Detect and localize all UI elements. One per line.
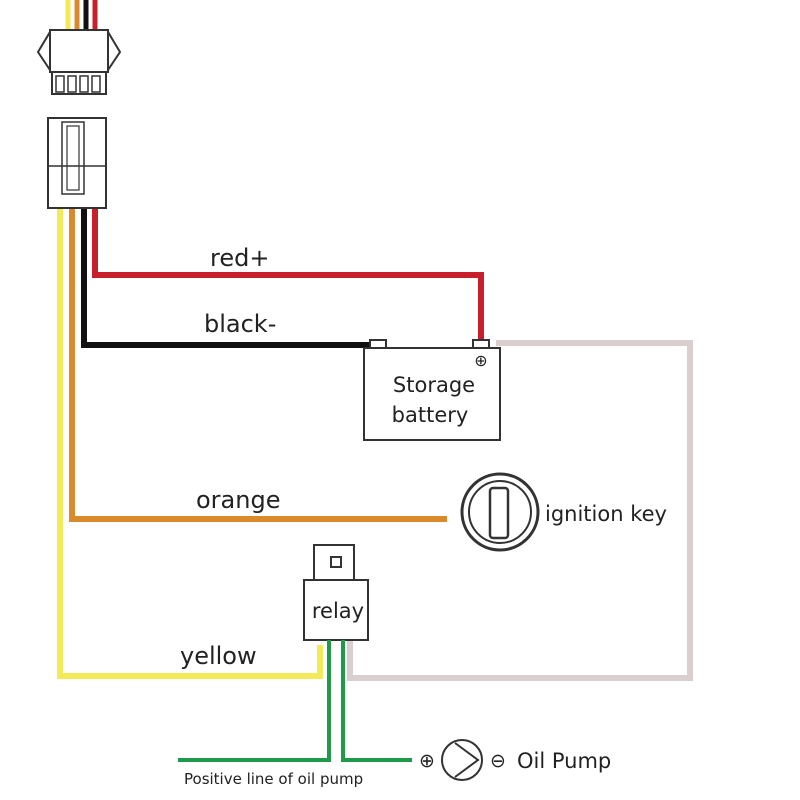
ignition-key-icon [460,472,540,552]
upper-connector [36,28,122,95]
battery-label-line2: battery [392,403,469,427]
lower-connector [47,117,107,209]
relay: relay [303,544,369,641]
green-wire-right [341,640,412,762]
oil-pump-icon [441,739,483,781]
gray-wire [347,340,693,681]
oil-pump-positive-symbol: ⊕ [419,750,435,772]
battery-positive-symbol: ⊕ [474,351,487,370]
yellow-wire-label: yellow [180,642,257,670]
red-wire [92,205,484,343]
ignition-key-label: ignition key [545,502,667,526]
relay-label: relay [312,599,364,623]
oil-pump-label: Oil Pump [517,749,611,773]
black-wire-label: black- [204,310,276,338]
yellow-wire [57,205,323,679]
black-wire [81,205,378,348]
storage-battery: ⊕ Storage battery [363,339,501,441]
green-wire-left [178,640,331,762]
orange-wire [69,205,447,522]
orange-wire-label: orange [196,486,280,514]
oil-pump-negative-symbol: ⊖ [490,750,506,772]
red-wire-label: red+ [210,244,269,272]
positive-line-label: Positive line of oil pump [184,770,363,788]
battery-label-line1: Storage [393,373,475,397]
